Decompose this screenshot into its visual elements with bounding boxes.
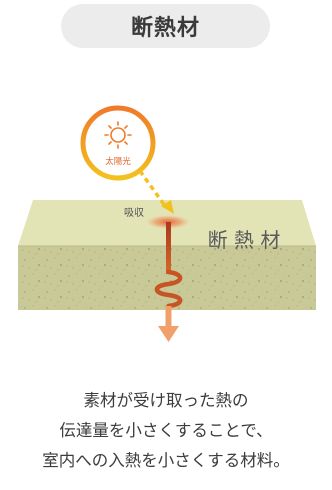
heat-conduction-line bbox=[166, 222, 171, 274]
material-label: 断 熱 材 bbox=[208, 228, 281, 252]
absorb-label: 吸収 bbox=[124, 207, 144, 219]
sun-label: 太陽光 bbox=[105, 156, 131, 167]
insulation-diagram: 太陽光 吸収 断 熱 材 bbox=[18, 105, 316, 342]
description-line-3: 室内への入熱を小さくする材料。 bbox=[42, 451, 290, 470]
sun-icon bbox=[104, 121, 132, 149]
description-line-1: 素材が受け取った熱の bbox=[83, 391, 249, 410]
title-pill: 断熱材 bbox=[61, 4, 270, 48]
description-line-2: 伝達量を小さくすることで、 bbox=[59, 421, 273, 440]
heat-coil bbox=[154, 269, 183, 309]
sun-badge: 太陽光 bbox=[80, 105, 156, 181]
sunlight-dashed-path bbox=[138, 169, 167, 208]
description: 素材が受け取った熱の 伝達量を小さくすることで、 室内への入熱を小さくする材料。 bbox=[0, 386, 332, 476]
sunlight-arrowhead bbox=[161, 200, 174, 214]
page-title: 断熱材 bbox=[130, 16, 200, 41]
heat-arrow-shaft bbox=[165, 306, 172, 328]
heat-arrow-head bbox=[158, 326, 179, 342]
